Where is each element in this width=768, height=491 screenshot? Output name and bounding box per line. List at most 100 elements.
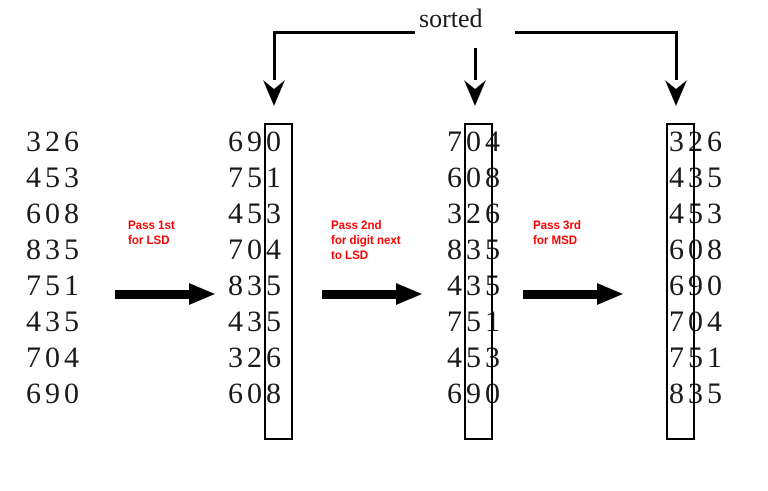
digit: 0 [64, 377, 79, 410]
digit: 4 [228, 305, 243, 338]
digit: 5 [707, 161, 722, 194]
digit: 3 [669, 125, 684, 158]
digit: 9 [688, 269, 703, 302]
digit: 3 [707, 197, 722, 230]
digit: 0 [466, 161, 481, 194]
sorted-arrow-left-shaft [273, 31, 276, 87]
sorted-bracket-line-right [515, 31, 678, 34]
digit: 3 [447, 197, 462, 230]
digit: 4 [228, 197, 243, 230]
digit: 2 [688, 125, 703, 158]
digit: 7 [26, 341, 41, 374]
digit: 0 [45, 197, 60, 230]
digit: 5 [266, 305, 281, 338]
digit: 4 [64, 341, 79, 374]
digit: 7 [669, 341, 684, 374]
digit: 0 [247, 377, 262, 410]
digit: 6 [669, 269, 684, 302]
digit: 3 [485, 341, 500, 374]
digit: 0 [45, 341, 60, 374]
digit: 2 [466, 197, 481, 230]
digit: 5 [64, 305, 79, 338]
pass-label-line: for digit next [331, 235, 401, 247]
digit: 8 [485, 161, 500, 194]
digit: 6 [26, 197, 41, 230]
sorted-arrow-left-notch [263, 80, 285, 89]
digit: 5 [45, 269, 60, 302]
digit: 7 [228, 161, 243, 194]
digit: 5 [707, 377, 722, 410]
digit: 3 [228, 341, 243, 374]
digit: 3 [247, 269, 262, 302]
digit: 7 [228, 233, 243, 266]
digit: 4 [447, 341, 462, 374]
digit: 7 [447, 125, 462, 158]
digit: 4 [669, 197, 684, 230]
digit: 6 [447, 161, 462, 194]
digit: 0 [707, 269, 722, 302]
digit: 1 [707, 341, 722, 374]
sorted-arrow-middle-notch [464, 80, 486, 89]
digit: 5 [466, 341, 481, 374]
digit: 6 [485, 197, 500, 230]
pass-label-line: for LSD [128, 235, 170, 247]
sorted-bracket-line-left [273, 31, 415, 34]
digit: 0 [466, 125, 481, 158]
pass-label-line: Pass 3rd [533, 220, 581, 232]
digit: 4 [26, 305, 41, 338]
digit: 1 [266, 161, 281, 194]
pass-label-line: for MSD [533, 235, 578, 247]
digit: 6 [669, 233, 684, 266]
digit: 3 [466, 233, 481, 266]
digit: 5 [688, 341, 703, 374]
digit: 3 [247, 305, 262, 338]
pass-3-arrow [523, 283, 623, 305]
digit: 0 [688, 305, 703, 338]
digit: 5 [688, 197, 703, 230]
digit: 8 [707, 233, 722, 266]
digit: 6 [26, 377, 41, 410]
pass-1-arrow [115, 283, 215, 305]
digit: 4 [669, 161, 684, 194]
digit: 9 [45, 377, 60, 410]
digit: 3 [266, 197, 281, 230]
digit: 8 [447, 233, 462, 266]
digit: 0 [247, 233, 262, 266]
digit: 6 [447, 377, 462, 410]
digit: 4 [447, 269, 462, 302]
digit: 6 [228, 377, 243, 410]
digit: 7 [26, 269, 41, 302]
digit: 7 [669, 305, 684, 338]
digit: 4 [26, 161, 41, 194]
pass-label-line: to LSD [331, 250, 369, 262]
sorted-arrow-right-notch [665, 80, 687, 89]
